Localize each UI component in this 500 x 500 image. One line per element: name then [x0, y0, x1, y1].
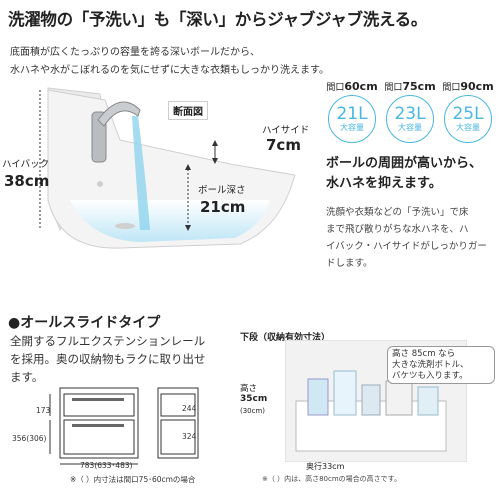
- lower-note: ※（ ）内は、高さ80cmの場合の高さです。: [262, 475, 401, 483]
- slide-desc-line-2: を採用。奥の収納物もラクに取り出せ: [10, 352, 206, 366]
- high-side-value: 7cm: [266, 136, 301, 154]
- capacity-dim: 間口75cm: [381, 80, 439, 93]
- intro-line-2: 水ハネや水がこぼれるのを気にせずに大きな衣類もしっかり洗えます。: [10, 65, 329, 76]
- bottle-2: [333, 370, 357, 416]
- dim-173: 173: [36, 406, 51, 415]
- depth-arrow-top: [185, 164, 191, 170]
- feature-title-line-2: 水ハネを抑えます。: [326, 176, 442, 191]
- dim-356: 356(306): [12, 434, 47, 443]
- feature-body-line-2: まで飛び散りがちな水ハネを、ハ: [326, 224, 469, 235]
- lower-callout: 高さ 85cm なら 大きな洗剤ボトル、 バケツも入ります。: [387, 346, 495, 384]
- capacity-90: 間口90cm 25L 大容量: [439, 80, 497, 143]
- intro-line-1: 底面積が広くたっぷりの容量を誇る深いボールだから、: [10, 47, 260, 58]
- drain-icon: [115, 223, 135, 229]
- capacity-circle: 21L 大容量: [328, 95, 376, 143]
- lower-depth: 奥行33cm: [306, 462, 345, 471]
- capacity-liters: 23L: [394, 103, 426, 124]
- drawer-diagram: [49, 387, 199, 465]
- bottle-4: [417, 386, 439, 416]
- side-drawer-top: [160, 393, 196, 417]
- dim-width: 783(633･483): [80, 461, 133, 470]
- capacity-width: 90cm: [460, 80, 494, 93]
- slide-title: ●オールスライドタイプ: [8, 315, 161, 331]
- section-tag: 断面図: [168, 101, 208, 120]
- storage-illustration: [295, 370, 447, 452]
- callout-line-1: 高さ 85cm なら: [392, 349, 456, 359]
- high-side-arrow-bottom: [212, 158, 218, 164]
- capacity-width: 60cm: [344, 80, 378, 93]
- lower-height-value: 35cm: [240, 394, 268, 404]
- basket: [385, 380, 413, 416]
- capacity-liters: 25L: [452, 103, 484, 124]
- capacity-prefix: 間口: [384, 83, 403, 93]
- feature-body-line-3: イバック・ハイサイドがしっかりガー: [326, 241, 487, 252]
- high-back-value: 38cm: [4, 172, 50, 190]
- feature-body-line-4: ドします。: [326, 258, 373, 269]
- capacity-label: 大容量: [456, 122, 480, 132]
- basin-illustration: [39, 87, 296, 249]
- drawer-bottom-handle: [72, 424, 124, 427]
- callout-line-2: 大きな洗剤ボトル、: [392, 360, 469, 370]
- capacity-dim: 間口60cm: [323, 80, 381, 93]
- capacity-prefix: 間口: [326, 83, 345, 93]
- capacity-label: 大容量: [398, 122, 422, 132]
- lower-title: 下段（収納有効寸法）: [240, 333, 331, 343]
- high-back-label: ハイバック: [2, 159, 50, 170]
- capacity-60: 間口60cm 21L 大容量: [323, 80, 381, 143]
- slide-desc-line-1: 全開するフルエクステンションレール: [10, 334, 206, 348]
- depth-value: 21cm: [200, 198, 246, 216]
- callout-line-3: バケツも入ります。: [392, 371, 468, 381]
- bowl-water: [70, 200, 270, 242]
- side-drawer-bottom: [160, 419, 196, 455]
- drawer-top-handle: [72, 398, 124, 401]
- dim-324: 324: [182, 432, 197, 441]
- capacity-75: 間口75cm 23L 大容量: [381, 80, 439, 143]
- water-stream: [132, 116, 150, 230]
- depth-arrow-bottom: [185, 225, 191, 231]
- capacity-label: 大容量: [340, 122, 364, 132]
- capacity-prefix: 間口: [442, 83, 461, 93]
- drawer-note: ※（ ）内寸法は間口75･60cmの場合: [70, 475, 196, 484]
- headline: 洗濯物の「予洗い」も「深い」からジャブジャブ洗える。: [8, 10, 428, 29]
- capacity-dim: 間口90cm: [439, 80, 497, 93]
- feature-title: ボールの周囲が高いから、 水ハネを抑えます。: [326, 154, 482, 194]
- capacity-liters: 21L: [336, 103, 368, 124]
- overflow-icon: [97, 181, 103, 187]
- feature-body-line-1: 洗顔や衣類などの「予洗い」で床: [326, 207, 469, 218]
- feature-title-line-1: ボールの周囲が高いから、: [326, 156, 483, 171]
- lower-height-label: 高さ: [240, 384, 258, 394]
- lower-height-sub: (30cm): [240, 407, 266, 415]
- dim-244: 244: [182, 404, 197, 413]
- drawer-top: [63, 393, 135, 417]
- high-side-label: ハイサイド: [262, 125, 310, 136]
- capacity-circle: 23L 大容量: [386, 95, 434, 143]
- bottle-1: [307, 378, 329, 416]
- high-side-arrow-top: [212, 140, 218, 146]
- bottle-3: [361, 384, 381, 416]
- capacity-width: 75cm: [402, 80, 436, 93]
- capacity-circle: 25L 大容量: [444, 95, 492, 143]
- depth-label: ボール深さ: [198, 185, 246, 196]
- slide-desc-line-3: ます。: [10, 370, 44, 384]
